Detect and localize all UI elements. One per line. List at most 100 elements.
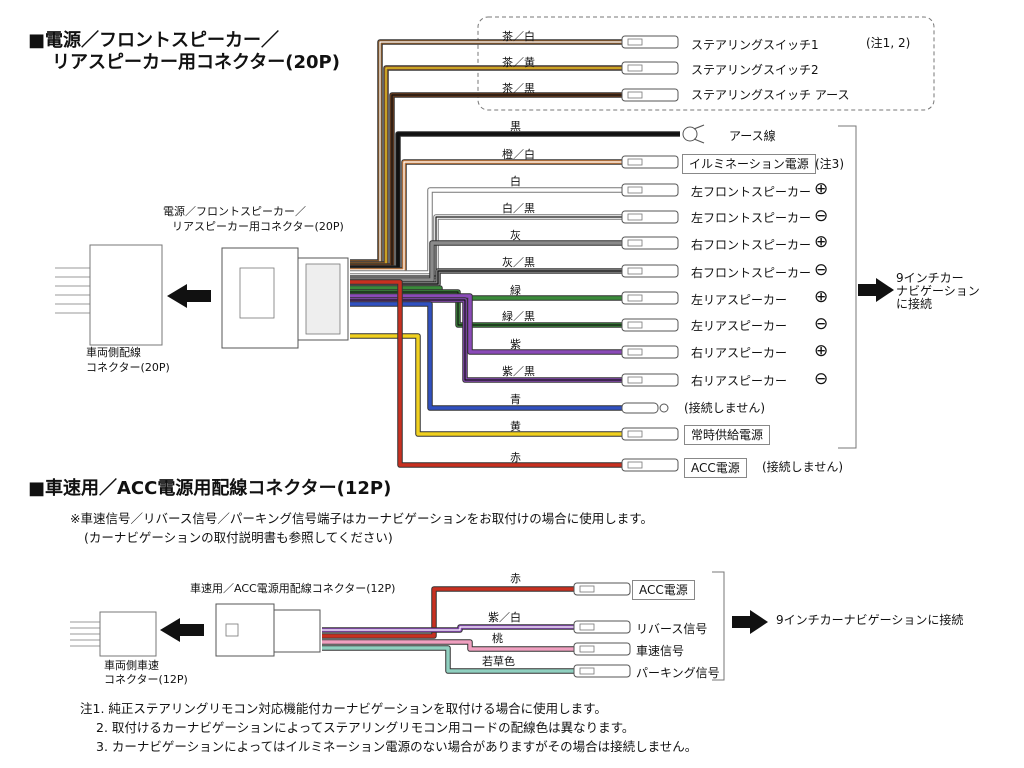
terminal-left-rear-speaker-minus: 左リアスピーカー [691, 319, 788, 333]
wire-12p [322, 587, 574, 638]
terminal-acc-power: ACC電源 [684, 458, 747, 478]
vehicle-connector20-label-line1: 車両側配線 [86, 346, 141, 359]
footnote-3: 3. カーナビゲーションによってはイルミネーション電源のない場合がありますがその… [96, 739, 698, 754]
terminal-left-rear-speaker-plus: 左リアスピーカー [691, 293, 788, 307]
wire-color-label: 赤 [510, 451, 521, 464]
wire [350, 294, 622, 354]
wire-color-label: 黄 [510, 420, 521, 433]
connector-latch-12p [225, 623, 239, 637]
plus-sign: ⊕ [814, 287, 829, 307]
wire-terminal-sleeve [627, 91, 643, 99]
navi-connect-label-line2: ナビゲーション [896, 284, 980, 298]
wire [350, 302, 622, 410]
wire-color-label: 緑 [510, 284, 521, 297]
blue-bullet-tip [659, 403, 669, 413]
connector-body-12p [273, 609, 321, 653]
terminal-right-rear-speaker-minus: 右リアスピーカー [691, 374, 788, 388]
minus-sign: ⊖ [814, 369, 829, 389]
wire-terminal-sleeve [627, 294, 643, 302]
blue-bullet-terminal [621, 402, 659, 414]
wire-terminal-sleeve [627, 321, 643, 329]
vehicle-connector12-label-line2: コネクター(12P) [104, 673, 188, 686]
navi-connect-label-12p: 9インチカーナビゲーションに接続 [776, 613, 964, 627]
wire-terminal-sleeve [627, 376, 643, 384]
wire-terminal-sleeve [627, 213, 643, 221]
terminal-reverse-signal: リバース信号 [636, 622, 708, 636]
wire-terminal-sleeve [627, 267, 643, 275]
wire [350, 298, 622, 382]
wire [350, 334, 622, 436]
note-1-2-marker: (注1, 2) [866, 36, 911, 50]
wire-color-label: 紫／白 [488, 611, 521, 624]
navi-bracket [838, 125, 857, 449]
terminal-acc-power-12p: ACC電源 [632, 580, 695, 600]
wire-color-label: 若草色 [482, 655, 515, 668]
right-arrow-navi-12p [732, 610, 768, 634]
acc-not-connected-note: (接続しません) [762, 460, 844, 474]
navi-connect-label-line1: 9インチカー [896, 271, 964, 285]
wire-terminal-sleeve [627, 38, 643, 46]
terminal-steering-switch-ground: ステアリングスイッチ アース [691, 88, 850, 102]
wire-color-label: 白 [510, 175, 521, 188]
terminal-steering-switch-1: ステアリングスイッチ1 [691, 38, 819, 52]
navi-connect-label-line3: に接続 [896, 297, 933, 311]
wire-terminal-12p-sleeve [579, 667, 595, 675]
wire-color-label: 白／黒 [502, 202, 535, 215]
connector20-label-line1: 電源／フロントスピーカー／ [163, 205, 306, 218]
left-arrow-12p [160, 618, 204, 642]
wire-stripe [350, 216, 622, 277]
terminal-illumination-power: イルミネーション電源 [682, 154, 816, 174]
ground-terminal-ring [682, 126, 698, 142]
navi-bracket-12p [712, 571, 725, 681]
section1-title-line2: リアスピーカー用コネクター(20P) [52, 52, 340, 73]
wire-color-label: 緑／黒 [502, 310, 535, 323]
terminal-blue-not-connected: (接続しません) [684, 401, 766, 415]
optional-steering-box [477, 16, 935, 111]
wire-12p-stripe [322, 626, 574, 631]
plus-sign: ⊕ [814, 179, 829, 199]
wire-color-label: 茶／白 [502, 30, 535, 43]
wire-color-label: 橙／白 [502, 148, 535, 161]
minus-sign: ⊖ [814, 260, 829, 280]
footnote-1: 注1. 純正ステアリングリモコン対応機能付カーナビゲーションを取付ける場合に使用… [80, 701, 607, 716]
terminal-right-front-speaker-plus: 右フロントスピーカー [691, 238, 812, 252]
wire-stripe [350, 299, 622, 381]
wire-terminal-sleeve [627, 64, 643, 72]
wire-terminal-12p-sleeve [579, 645, 595, 653]
terminal-steering-switch-2: ステアリングスイッチ2 [691, 63, 819, 77]
wire-terminal-sleeve [627, 158, 643, 166]
wire-outline [350, 301, 622, 411]
terminal-right-rear-speaker-plus: 右リアスピーカー [691, 346, 788, 360]
wire-color-label: 紫／黒 [502, 365, 535, 378]
wire-stripe [350, 291, 622, 326]
wire [350, 280, 622, 467]
vehicle-connector20-label-line2: コネクター(20P) [86, 361, 170, 374]
left-arrow-20p [167, 284, 211, 308]
vehicle-connector-20p [89, 244, 163, 346]
right-arrow-navi [858, 278, 894, 302]
wire-terminal-12p-sleeve [579, 585, 595, 593]
plus-sign: ⊕ [814, 341, 829, 361]
wire-color-label: 灰 [510, 229, 521, 242]
wire-terminal-sleeve [627, 461, 643, 469]
wire-terminal-sleeve [627, 239, 643, 247]
terminal-left-front-speaker-plus: 左フロントスピーカー [691, 185, 812, 199]
wire-color-label: 灰／黒 [502, 256, 535, 269]
minus-sign: ⊖ [814, 314, 829, 334]
wire-terminal-sleeve [627, 430, 643, 438]
wire-12p [322, 640, 574, 651]
connector-latch [239, 267, 275, 319]
wire-color-label: 黒 [510, 120, 521, 133]
terminal-parking-signal: パーキング信号 [636, 666, 720, 680]
wire [350, 188, 622, 275]
wire-stripe [350, 161, 622, 271]
wire-color-label: 紫 [510, 338, 521, 351]
wire-terminal-sleeve [627, 348, 643, 356]
minus-sign: ⊖ [814, 206, 829, 226]
section2-remark-line2: (カーナビゲーションの取付説明書も参照してください) [84, 530, 393, 545]
ground-terminal-fork [693, 124, 705, 144]
footnote-2: 2. 取付けるカーナビゲーションによってステアリングリモコン用コードの配線色は異… [96, 720, 635, 735]
connector-face [305, 263, 341, 335]
note-3-marker: (注3) [815, 157, 844, 171]
section2-remark-line1: ※車速信号／リバース信号／パーキング信号端子はカーナビゲーションをお取付けの場合… [70, 511, 653, 526]
